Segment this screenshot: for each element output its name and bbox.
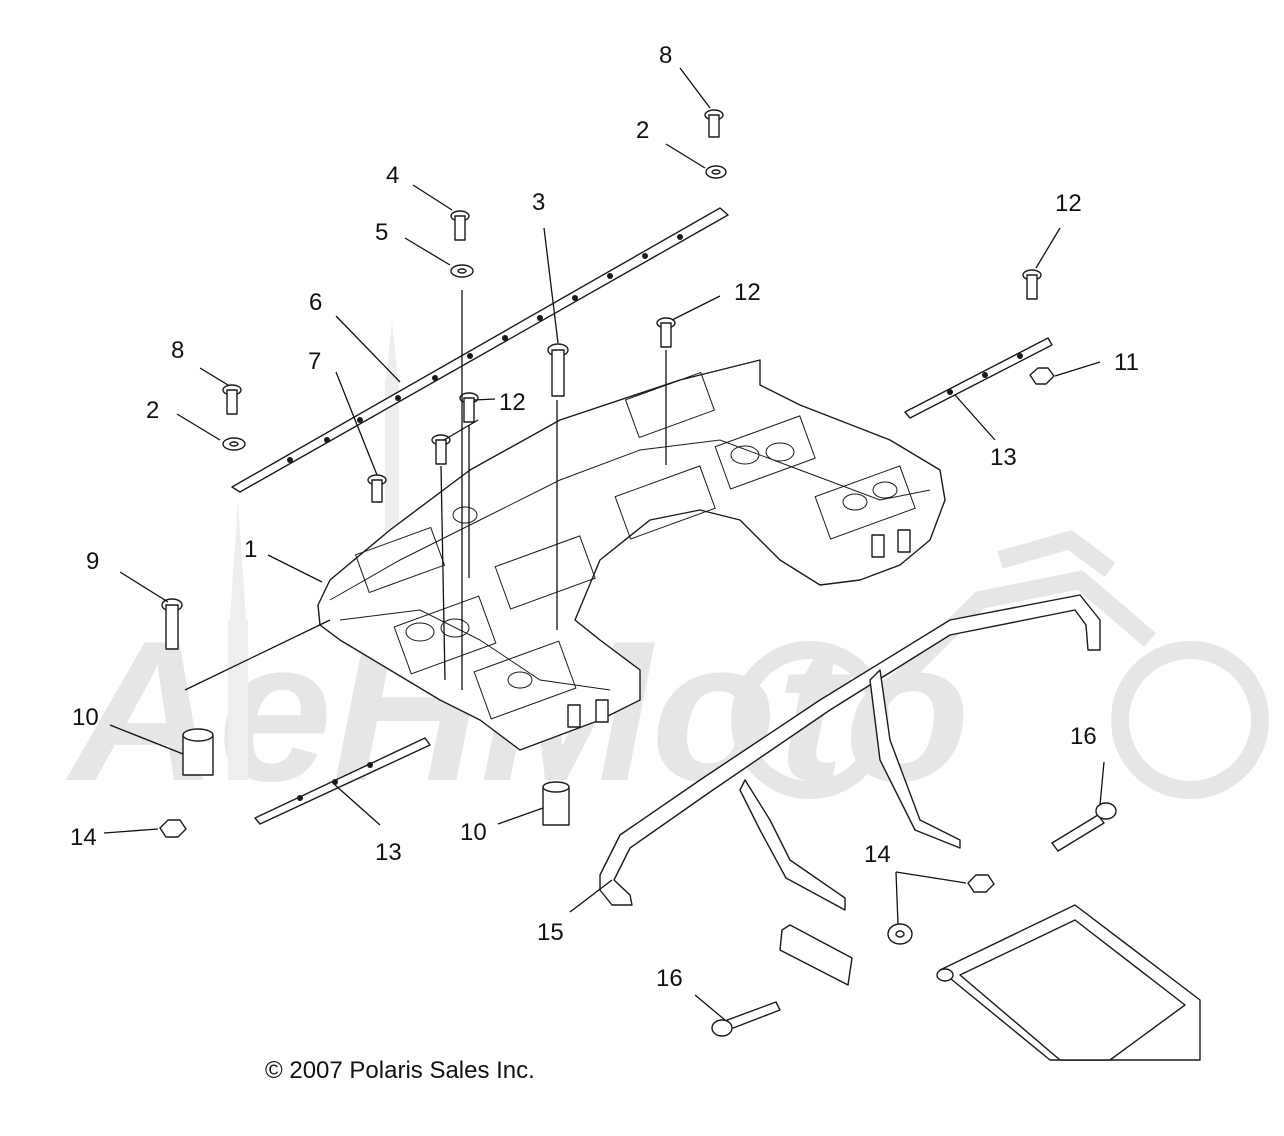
nut-11 [1029,367,1055,385]
callout-numbers: 8 2 4 5 3 12 12 6 8 7 2 12 11 13 1 9 10 … [70,42,1139,992]
subframe [936,904,1201,1061]
spacer-10-left [182,728,214,776]
spacer-10-mid [542,781,570,826]
callout-14-left: 14 [70,824,97,851]
washer-14-right [887,923,913,945]
nut-14-right [967,874,995,893]
bolt-12-mid [656,317,676,348]
callout-11: 11 [1114,349,1139,376]
bolt-16-right [1051,802,1117,852]
tower-icon [228,320,399,780]
frame-tube-15 [599,594,1101,911]
bolt-12-left-b [431,434,451,465]
bolt-3 [547,343,569,397]
bolt-16-bottom [711,1001,781,1037]
callout-13-left: 13 [375,839,402,866]
nut-14-left [159,819,187,838]
rail-13-left [254,737,431,825]
callout-15: 15 [537,919,564,946]
bolt-8-top [704,109,724,138]
callout-12-mid: 12 [734,279,761,306]
callout-12-left: 12 [499,389,526,416]
callout-8-top: 8 [659,42,672,69]
bolt-12-right [1022,269,1042,300]
callout-5: 5 [375,219,388,246]
callout-6: 6 [309,289,322,316]
callout-8-left: 8 [171,337,184,364]
callout-10-left: 10 [72,704,99,731]
callout-4: 4 [386,162,399,189]
bolt-7 [367,474,387,503]
bolt-4 [450,210,470,241]
callout-9: 9 [86,548,99,575]
callout-1: 1 [244,536,257,563]
bolt-12-left-a [459,392,479,423]
callout-13-right: 13 [990,444,1017,471]
callout-2-left: 2 [146,397,159,424]
rail-13-right [904,337,1053,419]
bolt-8-left [222,384,242,415]
callout-10-mid: 10 [460,819,487,846]
callout-12-right: 12 [1055,190,1082,217]
leader-lines [103,67,1105,1021]
fasteners [159,109,1117,1037]
copyright-notice: © 2007 Polaris Sales Inc. [265,1057,535,1084]
callout-16-right: 16 [1070,723,1097,750]
callout-14-right: 14 [864,841,891,868]
washer-2-top [705,165,727,179]
motorcycle-icon [731,530,1269,799]
callout-2-top: 2 [636,117,649,144]
rear-rack [317,359,946,751]
callout-7: 7 [308,348,321,375]
washer-5 [450,264,474,278]
callout-3: 3 [532,189,545,216]
washer-2-left [222,437,246,451]
callout-16-bottom: 16 [656,965,683,992]
rack-feet [567,529,911,728]
rack-pockets [354,371,916,720]
plate [779,924,853,986]
